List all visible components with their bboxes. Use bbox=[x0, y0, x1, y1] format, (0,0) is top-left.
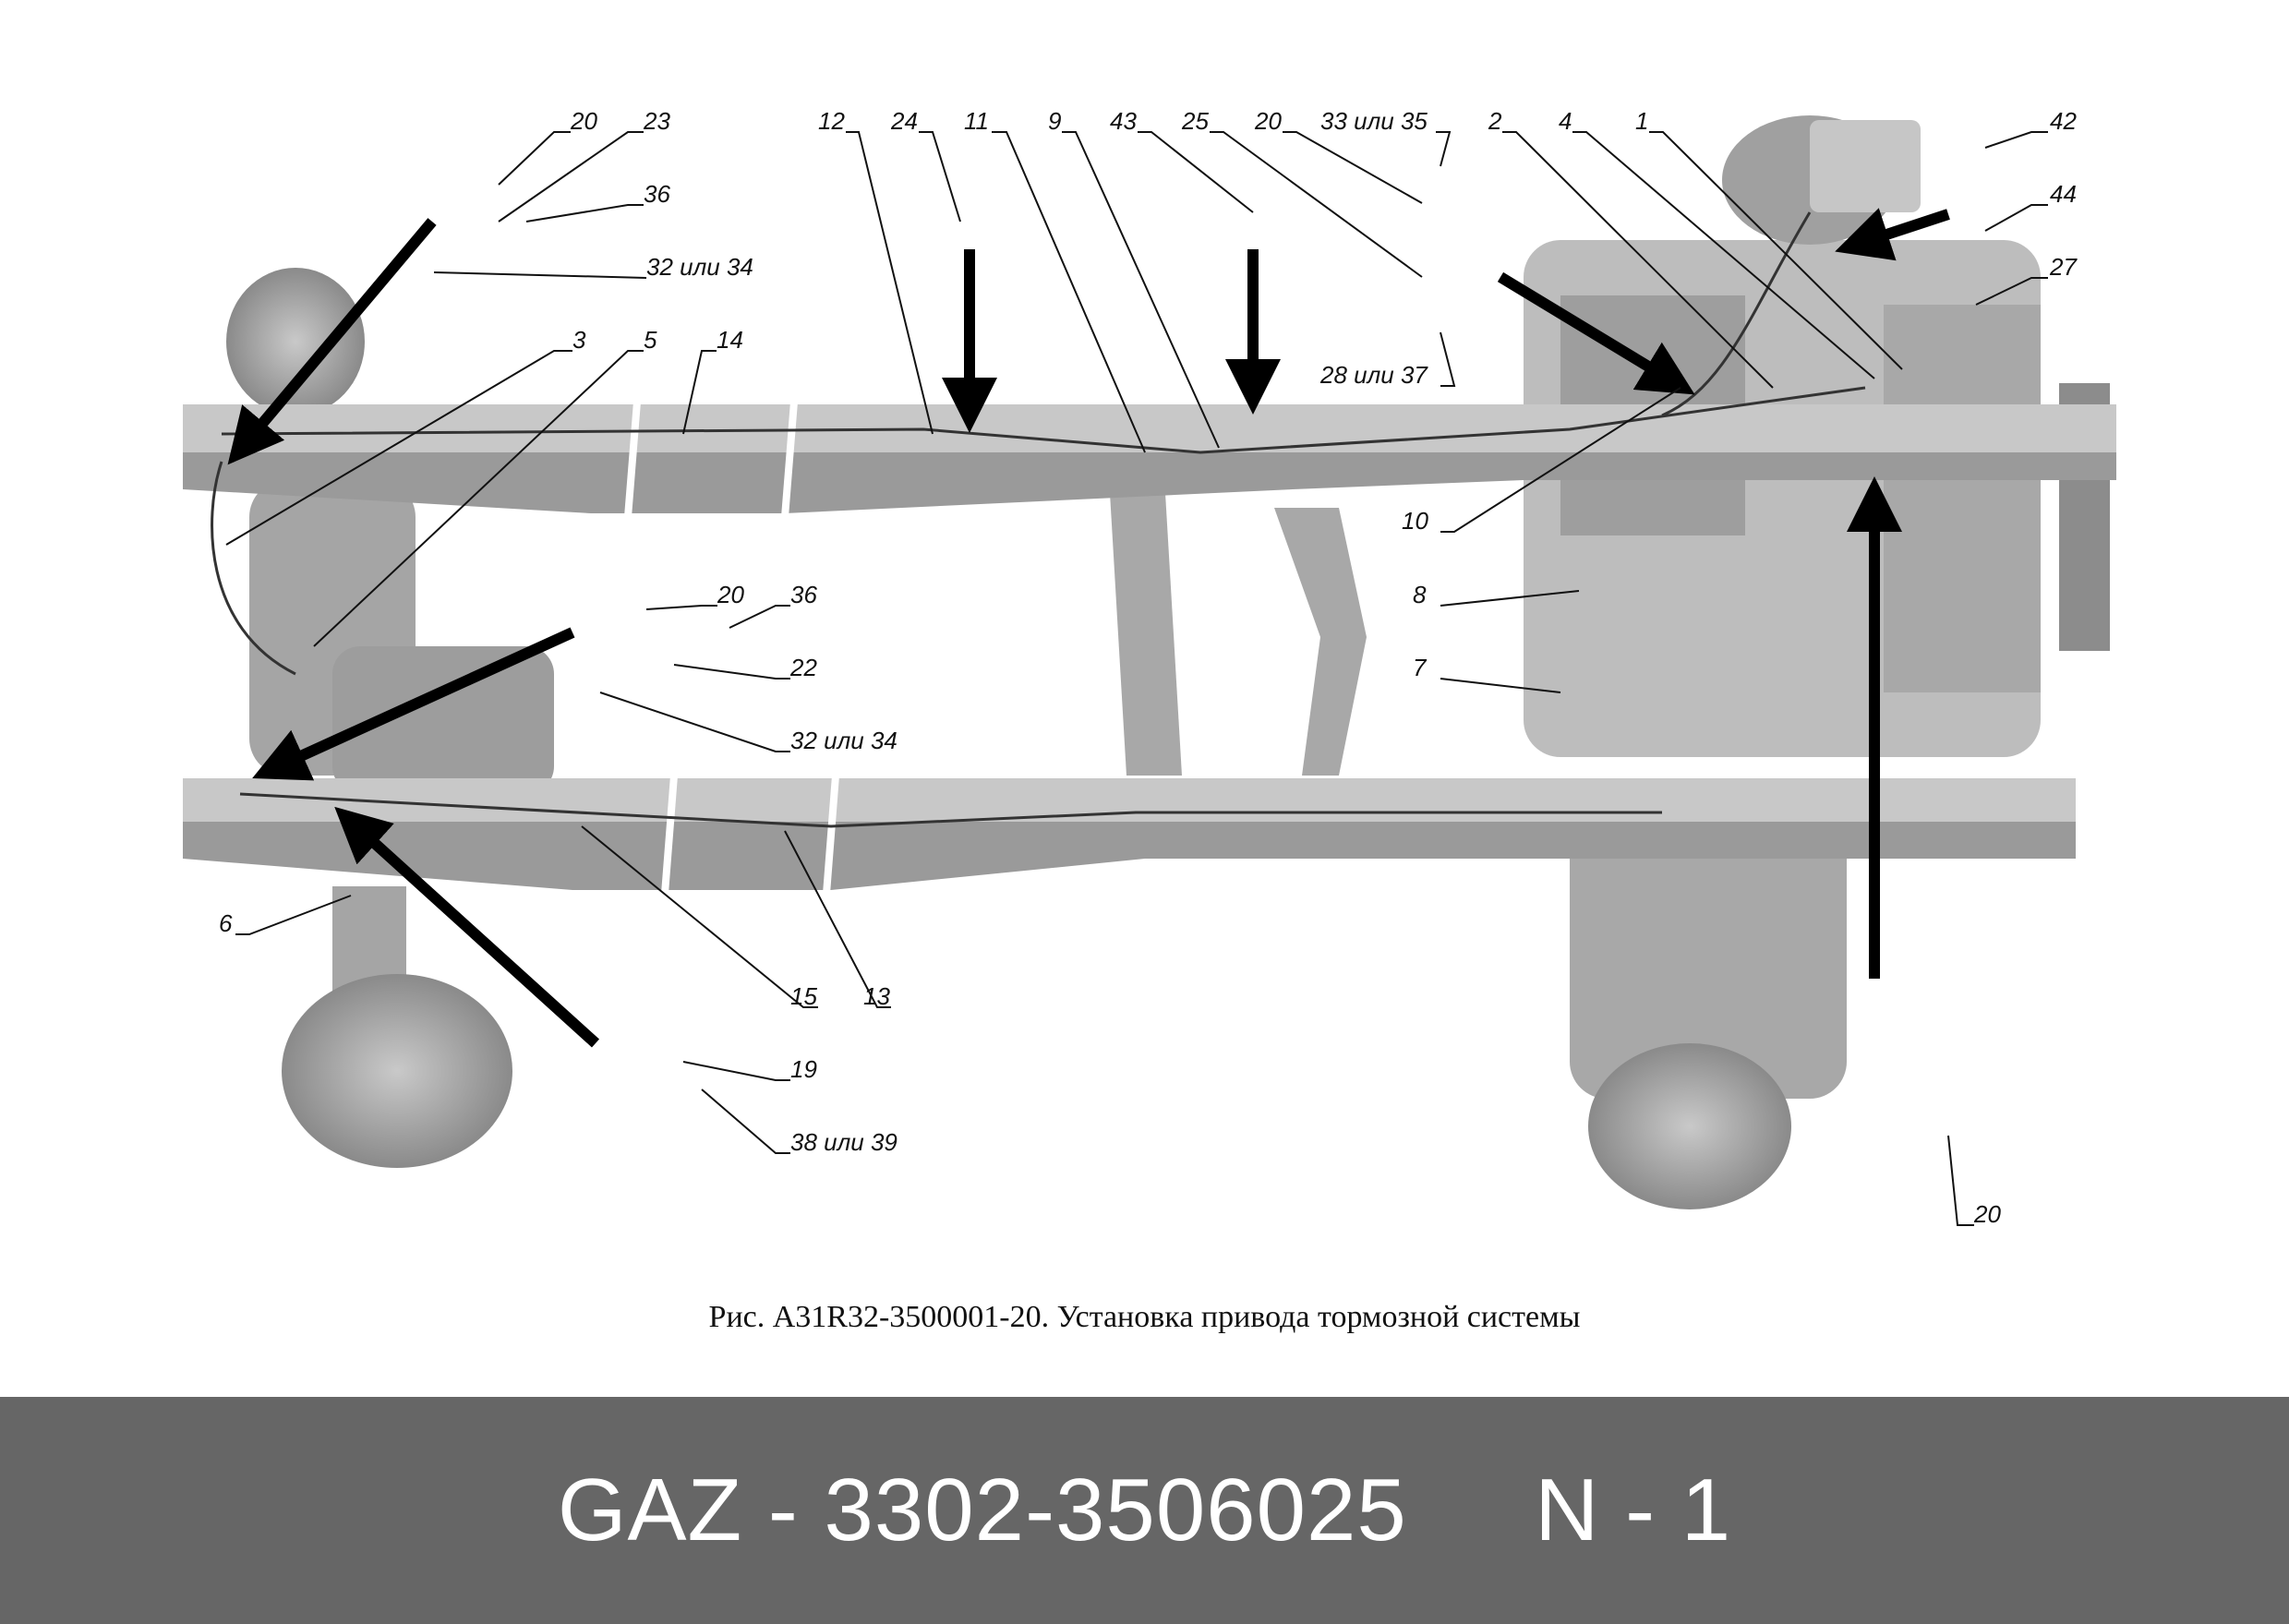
callout: 9 bbox=[1048, 107, 1061, 135]
callout: 24 bbox=[890, 107, 918, 135]
callout: 11 bbox=[964, 107, 989, 135]
callout: 27 bbox=[2049, 253, 2078, 281]
callout: 3 bbox=[572, 326, 586, 354]
callout: 36 bbox=[644, 180, 670, 208]
callout: 15 bbox=[790, 982, 817, 1010]
engine-assembly bbox=[1524, 115, 2110, 1209]
callout: 12 bbox=[818, 107, 845, 135]
cross-member bbox=[1108, 462, 1182, 776]
callout: 10 bbox=[1402, 507, 1428, 535]
callout: 20 bbox=[717, 581, 744, 608]
callout: 6 bbox=[219, 909, 233, 937]
brake-system-diagram: 20 23 36 32 или 34 3 5 14 12 24 11 9 43 … bbox=[183, 107, 2116, 1228]
callout: 43 bbox=[1110, 107, 1137, 135]
callout: 23 bbox=[643, 107, 670, 135]
callout: 28 или 37 bbox=[1319, 361, 1428, 389]
callout: 36 bbox=[790, 581, 817, 608]
frame-rail-right bbox=[183, 778, 2076, 890]
callout: 33 или 35 bbox=[1320, 107, 1428, 135]
callout: 8 bbox=[1413, 581, 1427, 608]
frame-rail-left bbox=[183, 404, 2116, 513]
callout: 14 bbox=[717, 326, 743, 354]
callout: 5 bbox=[644, 326, 657, 354]
callout: 32 или 34 bbox=[790, 727, 898, 754]
callout: 44 bbox=[2050, 180, 2077, 208]
part-number-banner: GAZ - 3302-3506025 N - 1 bbox=[0, 1397, 2289, 1624]
callout: 22 bbox=[789, 654, 817, 681]
callout: 20 bbox=[1973, 1200, 2001, 1228]
callout: 1 bbox=[1635, 107, 1648, 135]
part-number-text: GAZ - 3302-3506025 N - 1 bbox=[557, 1461, 1732, 1559]
callout: 20 bbox=[1254, 107, 1282, 135]
callout: 7 bbox=[1413, 654, 1428, 681]
brake-lines bbox=[211, 211, 1866, 828]
rail-breaks bbox=[624, 401, 839, 895]
callout: 25 bbox=[1181, 107, 1209, 135]
callout: 19 bbox=[790, 1055, 817, 1083]
leader-lines bbox=[225, 131, 2048, 1226]
callout: 32 или 34 bbox=[646, 253, 753, 281]
callout-labels: 20 23 36 32 или 34 3 5 14 12 24 11 9 43 … bbox=[219, 107, 2078, 1228]
callout: 38 или 39 bbox=[790, 1128, 898, 1156]
cross-member bbox=[1274, 508, 1367, 776]
pointer-arrows bbox=[227, 208, 1950, 1048]
callout: 4 bbox=[1559, 107, 1572, 135]
callout: 2 bbox=[1488, 107, 1502, 135]
callout: 42 bbox=[2050, 107, 2077, 135]
figure-caption: Рис. А31R32-3500001-20. Установка привод… bbox=[708, 1300, 1581, 1334]
callout: 20 bbox=[570, 107, 597, 135]
